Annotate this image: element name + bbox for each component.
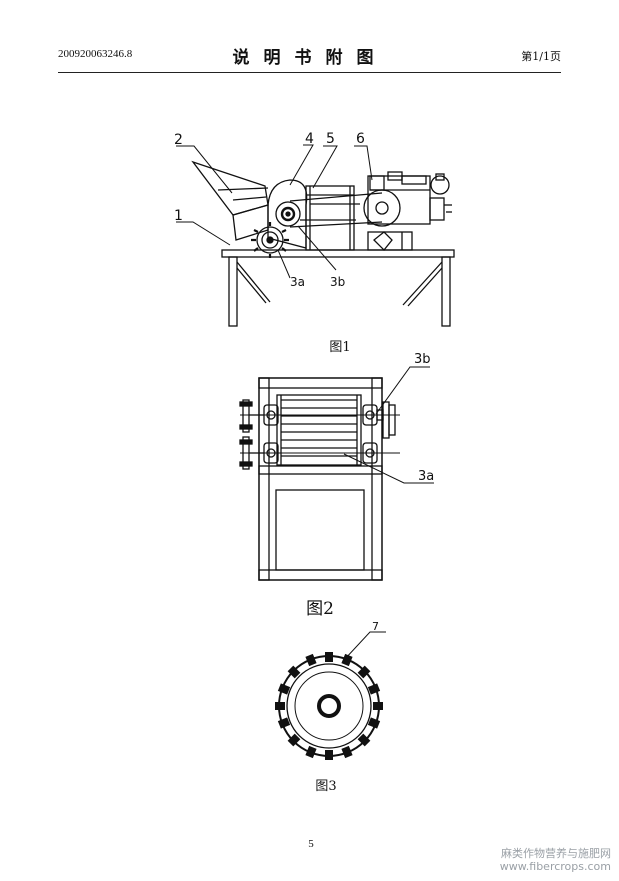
figure3-caption: 图3 (315, 779, 337, 794)
fig2-label-3b: 3b (414, 352, 431, 367)
fig2-left-gears (239, 399, 264, 470)
watermark: 麻类作物营养与施肥网 www.fibercrops.com (500, 847, 611, 873)
fig2-rollers (276, 394, 362, 466)
page-header: 200920063246.8 说明书附图 第1/1页 (0, 0, 619, 80)
fig1-label-2: 2 (174, 132, 183, 148)
watermark-line1: 麻类作物营养与施肥网 (501, 847, 611, 860)
fig1-label-3a: 3a (290, 275, 305, 289)
figure2-caption: 图2 (306, 599, 334, 619)
document-title: 说明书附图 (232, 48, 388, 68)
figure2-top-view (239, 366, 434, 581)
figure1-side-view (176, 144, 455, 327)
fig2-leader-lines (343, 366, 434, 484)
fig1-label-3b: 3b (330, 275, 345, 289)
fig1-leader-lines (176, 144, 373, 279)
fig1-label-6: 6 (356, 131, 365, 147)
figure1-caption: 图1 (329, 340, 351, 355)
fig2-right-pulley (376, 401, 396, 439)
application-number: 200920063246.8 (58, 48, 133, 60)
fig1-crusher-housing (267, 179, 308, 249)
fig1-label-4: 4 (305, 131, 314, 147)
page-number: 5 (308, 838, 314, 850)
fig1-label-5: 5 (326, 131, 335, 147)
watermark-line2: www.fibercrops.com (499, 860, 611, 873)
figure3-roller-detail (275, 631, 386, 760)
page-indicator: 第1/1页 (521, 50, 561, 63)
fig1-label-1: 1 (174, 208, 183, 224)
fig1-drive-belt (289, 192, 383, 228)
fig2-label-3a: 3a (418, 469, 434, 484)
fig3-leader-line (343, 631, 386, 661)
fig1-engine (363, 171, 452, 251)
header-rule (58, 72, 561, 73)
fig3-teeth (275, 652, 383, 760)
fig1-gear-3a (251, 222, 289, 258)
fig1-hopper (191, 160, 269, 241)
fig3-label-7: 7 (372, 620, 379, 633)
